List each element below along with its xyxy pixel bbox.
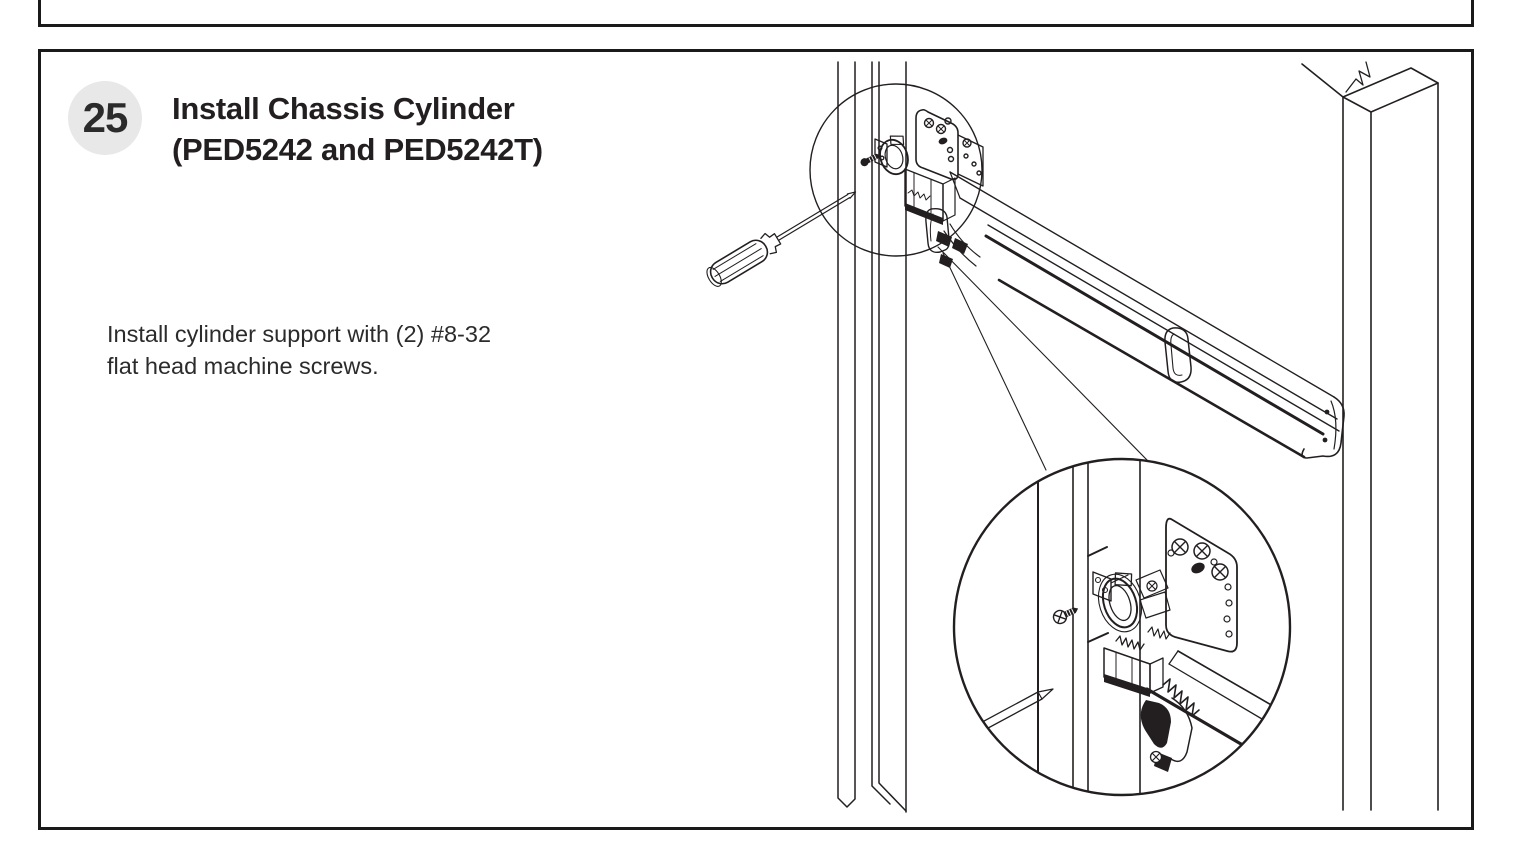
instruction-line1: Install cylinder support with (2) #8-32 xyxy=(107,321,492,347)
magnified-detail-circle xyxy=(952,457,1292,797)
machine-screw-icon xyxy=(860,153,880,167)
chassis-cylinder-support xyxy=(874,108,984,268)
instruction-text: Install cylinder support with (2) #8-32 … xyxy=(107,318,491,382)
step-number: 25 xyxy=(82,94,129,141)
step-panel xyxy=(38,49,1474,830)
previous-section-panel xyxy=(38,0,1474,27)
step-title-line1: Install Chassis Cylinder xyxy=(172,91,515,126)
step-title: Install Chassis Cylinder (PED5242 and PE… xyxy=(172,88,543,170)
step-title-line2: (PED5242 and PED5242T) xyxy=(172,132,543,167)
callout-leader-lines xyxy=(937,246,1149,471)
screwdriver-icon xyxy=(706,191,857,287)
step-number-badge: 25 xyxy=(68,81,142,155)
door-stile xyxy=(837,61,907,813)
instruction-line2: flat head machine screws. xyxy=(107,353,379,379)
machine-screw-magnified-icon xyxy=(1052,607,1079,625)
door-jamb xyxy=(1301,61,1439,811)
screwdriver-tip-magnified-icon xyxy=(959,688,1054,742)
push-bar-exit-device xyxy=(949,171,1345,459)
detail-callout-circle xyxy=(809,83,983,257)
